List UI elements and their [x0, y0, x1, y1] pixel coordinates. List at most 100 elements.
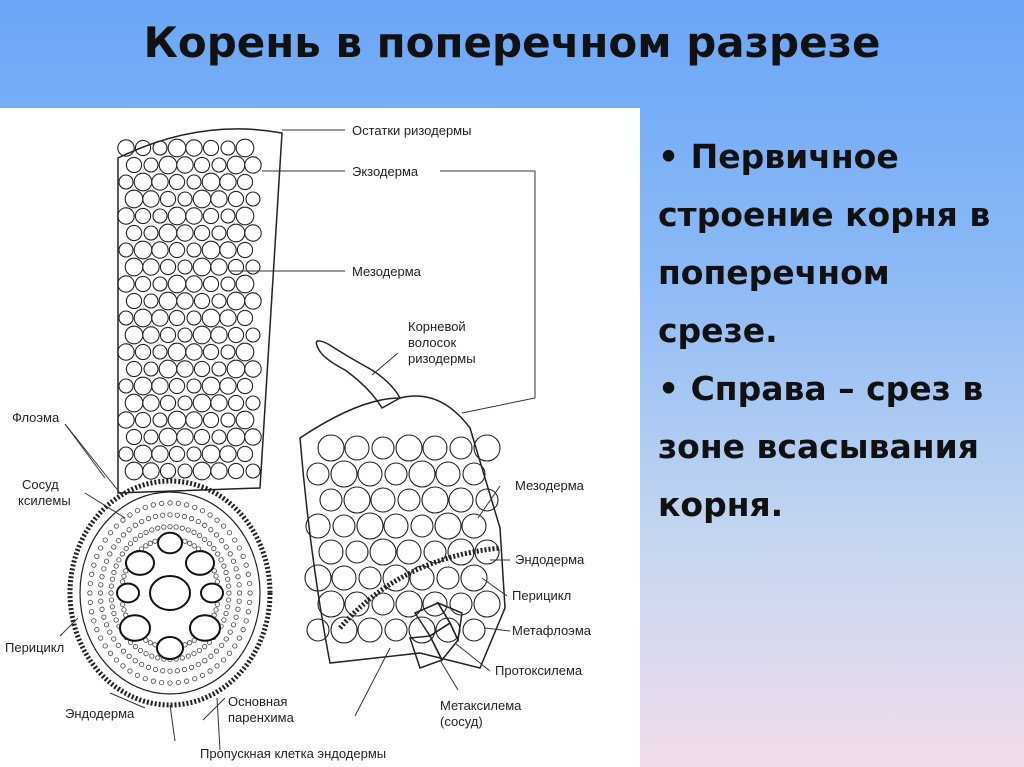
cortex-cell: [356, 512, 384, 540]
cortex-cell: [124, 393, 144, 413]
cortex-cell: [176, 224, 194, 242]
stele-cell: [174, 668, 180, 674]
stele-cell: [137, 647, 144, 654]
stele-cell: [107, 551, 113, 557]
stele-cell: [159, 679, 165, 686]
stele-cell: [132, 522, 138, 528]
stele-cell: [196, 532, 203, 539]
cortex-cell: [245, 463, 261, 479]
stele-cell: [111, 569, 117, 576]
cortex-cell: [370, 487, 396, 513]
stele-cell: [219, 642, 225, 648]
stele-cell: [132, 658, 138, 664]
xylem-vessel: [189, 614, 221, 642]
stele-cell: [213, 607, 219, 613]
stele-cell: [179, 655, 185, 661]
stele-cell: [230, 622, 237, 628]
stele-cell: [126, 527, 132, 533]
stele-cell: [91, 562, 97, 568]
cortex-cell: [159, 258, 177, 276]
cortex-cell: [185, 343, 203, 361]
cortex-cell: [159, 394, 177, 412]
cortex-cell: [460, 564, 488, 592]
cortex-cell: [152, 208, 168, 224]
cortex-cells-left: [117, 138, 262, 481]
stele-cell: [145, 664, 152, 670]
cortex-cell: [371, 436, 395, 460]
stele-cell: [102, 643, 108, 649]
cortex-cell: [201, 172, 221, 192]
cortex-cell: [167, 138, 187, 158]
stele-cell: [87, 580, 93, 587]
stele-cell: [152, 513, 159, 520]
cortex-cell: [227, 394, 245, 412]
stele-cell: [87, 590, 93, 596]
stele-cell: [159, 500, 165, 507]
cortex-cell: [192, 189, 212, 209]
stele-cell: [235, 606, 241, 612]
label-mesoderm-left: Мезодерма: [352, 264, 422, 279]
stele-cell: [99, 606, 105, 612]
stele-cell: [179, 525, 185, 531]
cortex-cell: [236, 309, 254, 327]
stele-cell: [223, 610, 229, 617]
stele-cell: [160, 512, 166, 518]
cortex-cell: [435, 461, 461, 487]
stele-cell: [123, 546, 129, 552]
cortex-cell: [421, 486, 449, 514]
cortex-cell: [210, 190, 228, 208]
cortex-cell: [186, 446, 202, 462]
cortex-cell: [152, 344, 168, 360]
label-passage-cell: Пропускная клетка эндодермы: [200, 746, 386, 761]
cortex-cell: [245, 191, 261, 207]
stele-cell: [149, 653, 155, 659]
cortex-cell: [186, 174, 202, 190]
label-endoderm-left: Эндодерма: [65, 706, 135, 721]
stele-cell: [236, 582, 242, 588]
cortex-cell: [177, 463, 193, 479]
stele-cell: [233, 614, 239, 620]
cortex-cell: [201, 308, 221, 328]
stele-cell: [109, 604, 115, 610]
stele-cell: [121, 573, 127, 579]
stele-cell: [202, 658, 208, 664]
stele-cell: [188, 664, 195, 670]
cortex-cell: [369, 538, 397, 566]
cortex-cell: [211, 429, 227, 445]
stele-cell: [89, 609, 95, 615]
cortex-cell: [384, 618, 408, 642]
cortex-cell: [186, 378, 202, 394]
cortex-cell: [151, 445, 169, 463]
stele-cell: [247, 599, 253, 606]
cortex-cell: [220, 344, 236, 360]
cortex-cell: [332, 514, 356, 538]
cortex-cell: [475, 488, 499, 512]
stele-cell: [196, 647, 203, 654]
cortex-cell: [226, 223, 246, 243]
cortex-cell: [185, 139, 203, 157]
stele-cell: [97, 590, 104, 596]
stele-cell: [195, 518, 201, 525]
cortex-cell: [142, 394, 160, 412]
stele-cell: [223, 636, 229, 642]
cortex-cell: [124, 461, 144, 481]
cortex-cell: [192, 325, 212, 345]
cortex-cell: [245, 395, 261, 411]
cortex-cell: [159, 190, 177, 208]
cortex-cell: [357, 461, 383, 487]
stele-cell: [111, 610, 117, 617]
stele-cell: [103, 558, 110, 564]
cortex-cell: [117, 275, 135, 293]
cortex-cell: [462, 462, 486, 486]
stele-cell: [155, 655, 161, 661]
stele-cell: [111, 544, 117, 550]
stele-cell: [101, 614, 107, 620]
cortex-cell: [167, 206, 187, 226]
stele-cell: [121, 607, 127, 613]
stele-cell: [139, 518, 145, 525]
cortex-cell: [220, 412, 236, 428]
stele-cell: [207, 512, 213, 518]
cortex-cell: [133, 240, 153, 260]
xylem-vessel: [200, 582, 224, 604]
stele-cell: [181, 513, 188, 520]
